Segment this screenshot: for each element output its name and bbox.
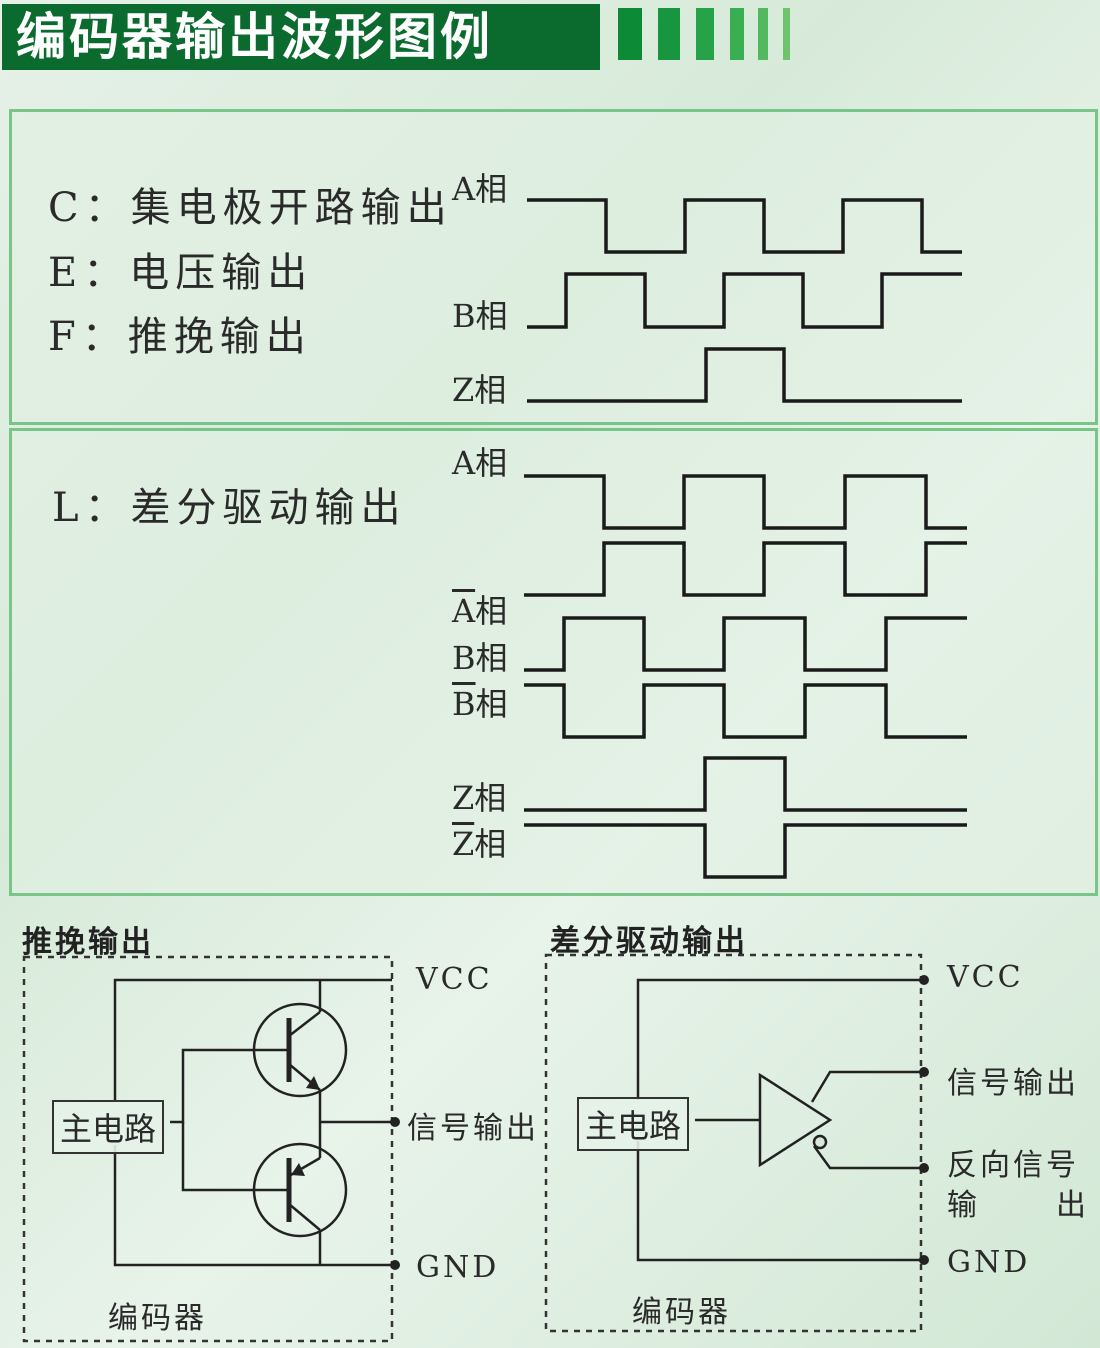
waveform-Z (527, 347, 962, 403)
differential-circuit (636, 975, 929, 1265)
output-type-E: E：电压输出 (48, 250, 314, 296)
phase-label-Z-bar: Z相 (452, 826, 506, 862)
encoder-label: 编码器 (632, 1295, 731, 1330)
phase-label-A-bar: A相 (452, 593, 507, 629)
output-type-C: C：集电极开路输出 (48, 185, 453, 231)
push-pull-circuit (113, 978, 400, 1270)
main-circuit-box: 主电路 (52, 1100, 165, 1154)
push-pull-title: 推挽输出 (22, 925, 154, 960)
inverse-signal-label: 反向信号 (947, 1148, 1079, 1183)
phase-label-A: A相 (452, 444, 508, 482)
title-stripe (618, 8, 642, 60)
waveform-B (527, 272, 962, 329)
waveform-A-bar (524, 541, 967, 597)
page-title: 编码器输出波形图例 (16, 8, 493, 66)
title-stripe (730, 8, 744, 60)
vcc-label: VCC (416, 962, 493, 997)
differential-driver (758, 1072, 833, 1168)
inverse-output-left: 输 (947, 1188, 980, 1223)
output-type-F: F：推挽输出 (48, 314, 312, 360)
output-type-L: L：差分驱动输出 (52, 485, 407, 531)
title-stripe (696, 8, 714, 60)
phase-suffix: 相 (474, 825, 507, 863)
differential-title: 差分驱动输出 (550, 924, 748, 959)
waveform-A (527, 198, 962, 254)
gnd-label: GND (947, 1245, 1031, 1280)
phase-suffix: 相 (475, 685, 508, 723)
title-stripe (758, 8, 768, 60)
waveform-B (524, 616, 967, 672)
signal-output-label: 信号输出 (947, 1066, 1079, 1101)
phase-label-B-bar: B相 (452, 686, 508, 722)
phase-label-Z: Z相 (452, 779, 507, 817)
vcc-label: VCC (947, 960, 1024, 995)
encoder-boundary (544, 953, 923, 1333)
main-circuit-box: 主电路 (577, 1097, 690, 1151)
gnd-label: GND (416, 1250, 500, 1285)
title-stripe (658, 8, 680, 60)
overline-letter: A (452, 592, 476, 630)
phase-label-Z: Z相 (452, 371, 507, 409)
inverse-output-right: 出 (1056, 1188, 1089, 1223)
waveform-B-bar (524, 683, 967, 739)
signal-output-label: 信号输出 (407, 1111, 539, 1146)
overline-letter: Z (452, 825, 475, 863)
title-stripe (783, 8, 790, 60)
phase-label-B: B相 (452, 639, 508, 677)
phase-suffix: 相 (475, 592, 508, 630)
waveform-panel-ceF (9, 109, 1098, 425)
waveform-Z (524, 756, 967, 812)
overline-letter: B (452, 685, 476, 723)
phase-label-A: A相 (452, 170, 508, 208)
encoder-label: 编码器 (108, 1301, 207, 1336)
encoder-boundary (22, 955, 394, 1343)
waveform-A (524, 474, 967, 530)
waveform-panel-differential (9, 428, 1098, 896)
waveform-Z-bar (524, 823, 967, 879)
phase-label-B: B相 (452, 297, 508, 335)
title-bar: 编码器输出波形图例 (2, 4, 600, 70)
